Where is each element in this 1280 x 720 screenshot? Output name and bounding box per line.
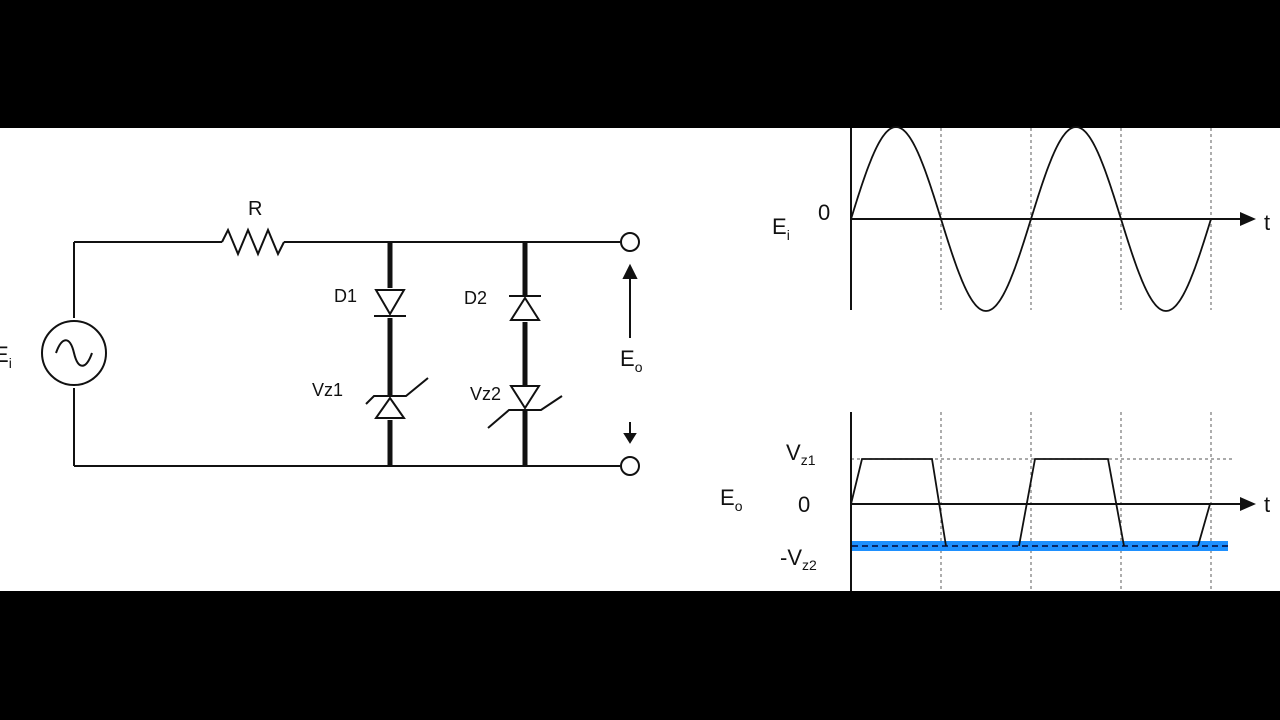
- output-terminal-bottom: [620, 456, 640, 476]
- sine-icon: [55, 339, 93, 367]
- source-label: Ei: [0, 342, 12, 371]
- zener-z1: [365, 377, 429, 419]
- output-y-label: Eo: [720, 485, 743, 514]
- input-graph: [850, 126, 1256, 312]
- output-graph: [850, 412, 1256, 591]
- diode2-label: D2: [464, 288, 487, 308]
- diode-d2: [509, 295, 541, 321]
- diagram-panel: [0, 128, 1280, 591]
- zener-z2: [487, 385, 563, 429]
- ac-source: [41, 320, 107, 386]
- output-arrow-head: [622, 263, 638, 279]
- circuit: [41, 227, 640, 476]
- resistor: [221, 227, 285, 257]
- input-sine-wave: [850, 126, 1212, 312]
- output-terminal-top: [620, 232, 640, 252]
- input-t-label: t: [1264, 210, 1270, 235]
- diode1-label: D1: [334, 286, 357, 306]
- input-y-label: Ei: [772, 214, 790, 243]
- zener1-label: Vz1: [312, 380, 343, 400]
- output-t-arrow: [1240, 497, 1256, 511]
- zener-z1-bar: [365, 377, 429, 405]
- output-label: Eo: [620, 346, 643, 375]
- neg-vz2-highlight: [852, 541, 1228, 551]
- output-zero-label: 0: [798, 492, 810, 517]
- diode-d1-triangle: [374, 289, 406, 316]
- output-t-label: t: [1264, 492, 1270, 517]
- zener-z2-bar: [487, 395, 563, 429]
- resistor-label: R: [248, 198, 262, 220]
- diode-d2-triangle: [509, 296, 541, 321]
- zener-z2-triangle: [509, 385, 541, 410]
- zener-z1-triangle: [374, 396, 406, 419]
- output-minus-head: [623, 433, 637, 444]
- zener2-label: Vz2: [470, 384, 501, 404]
- input-t-arrow: [1240, 212, 1256, 226]
- output-clipped-wave: [850, 458, 1211, 547]
- diode-d1: [374, 289, 406, 317]
- input-zero-label: 0: [818, 200, 830, 225]
- vz1-label: Vz1: [786, 440, 816, 468]
- neg-vz2-label: -Vz2: [780, 545, 817, 573]
